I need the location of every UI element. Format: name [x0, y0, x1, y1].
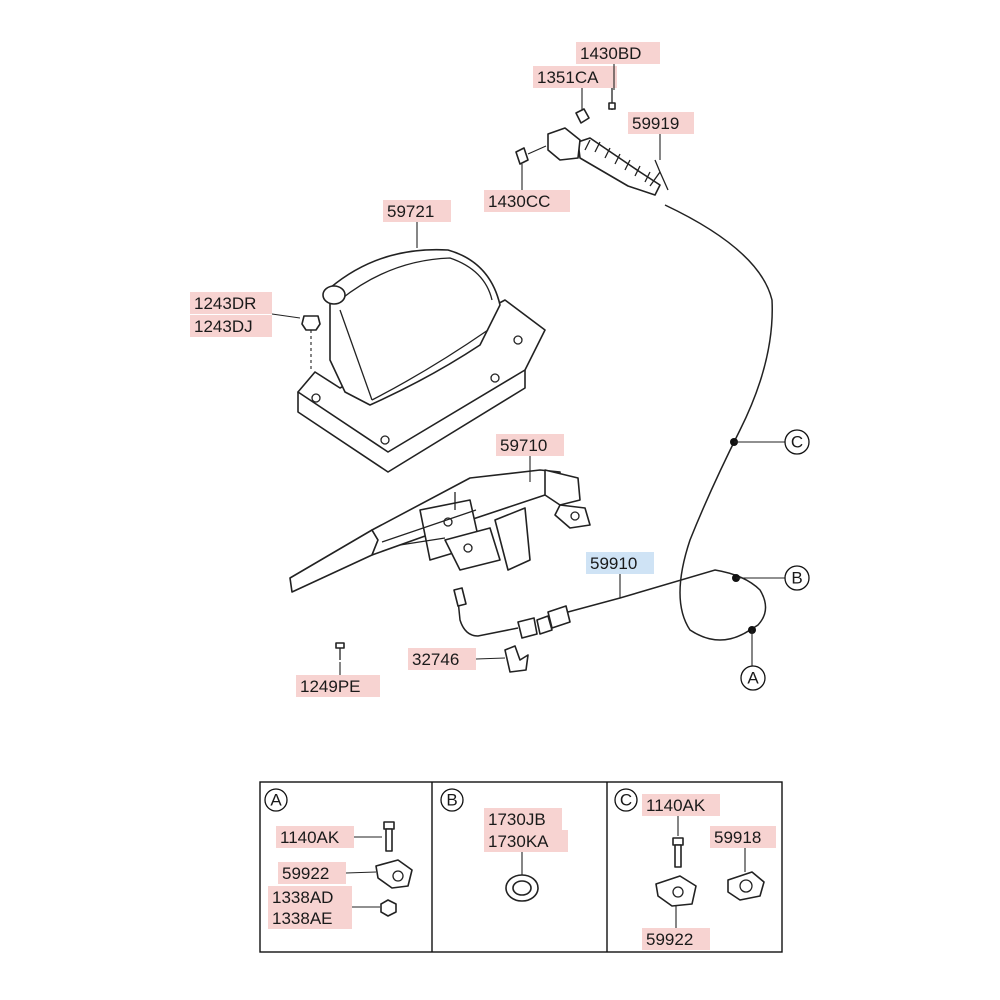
- bolt-icon: [672, 837, 684, 868]
- clip-32746: [504, 645, 529, 673]
- label-a-59922: 59922: [282, 864, 329, 883]
- svg-text:A: A: [747, 669, 759, 688]
- label-59721: 59721: [387, 202, 434, 221]
- leader-lines: [271, 64, 786, 675]
- label-b-1730JB: 1730JB: [488, 810, 546, 829]
- svg-text:C: C: [620, 791, 632, 810]
- label-b-1730KA: 1730KA: [488, 832, 549, 851]
- detail-panel-a: A 1140AK 59922 1338AD 1338AE: [264, 788, 413, 928]
- callout-a: A: [740, 665, 766, 691]
- label-backgrounds: [190, 42, 776, 950]
- label-1243DJ: 1243DJ: [194, 317, 253, 336]
- detail-panel-b: B 1730JB 1730KA: [440, 788, 549, 902]
- cable-clamp-icon: [655, 875, 697, 907]
- callout-b: B: [784, 565, 810, 591]
- upper-cable: [515, 88, 773, 641]
- parking-brake-lever-59710: [289, 469, 591, 593]
- grommet-icon: [505, 874, 539, 902]
- label-c-1140AK: 1140AK: [646, 796, 706, 815]
- label-1243DR: 1243DR: [194, 294, 256, 313]
- svg-text:A: A: [270, 791, 282, 810]
- label-59710: 59710: [500, 436, 547, 455]
- callout-c: C: [784, 429, 810, 455]
- label-a-1338AD: 1338AD: [272, 888, 333, 907]
- bolt-icon: [383, 821, 395, 852]
- label-a-1338AE: 1338AE: [272, 909, 333, 928]
- detail-panel-c: C 1140AK 59918 59922: [614, 788, 765, 949]
- svg-text:C: C: [791, 433, 803, 452]
- console-cover-59721: [297, 248, 546, 473]
- svg-text:B: B: [791, 569, 802, 588]
- console-bolt: [301, 315, 321, 372]
- label-59910: 59910: [590, 554, 637, 573]
- cable-clamp-icon: [375, 859, 413, 889]
- label-a-1140AK: 1140AK: [280, 828, 340, 847]
- nut-icon: [380, 899, 397, 917]
- detail-panels: [259, 781, 783, 953]
- cable-clip-icon: [727, 871, 765, 901]
- svg-text:B: B: [446, 791, 457, 810]
- label-1351CA: 1351CA: [537, 68, 599, 87]
- label-c-59918: 59918: [714, 828, 761, 847]
- label-c-59922: 59922: [646, 930, 693, 949]
- label-1249PE: 1249PE: [300, 677, 361, 696]
- label-32746: 32746: [412, 650, 459, 669]
- screw-1249PE: [335, 642, 345, 660]
- label-59919: 59919: [632, 114, 679, 133]
- parking-brake-cable-59910: [453, 569, 767, 639]
- label-1430BD: 1430BD: [580, 44, 641, 63]
- label-1430CC: 1430CC: [488, 192, 550, 211]
